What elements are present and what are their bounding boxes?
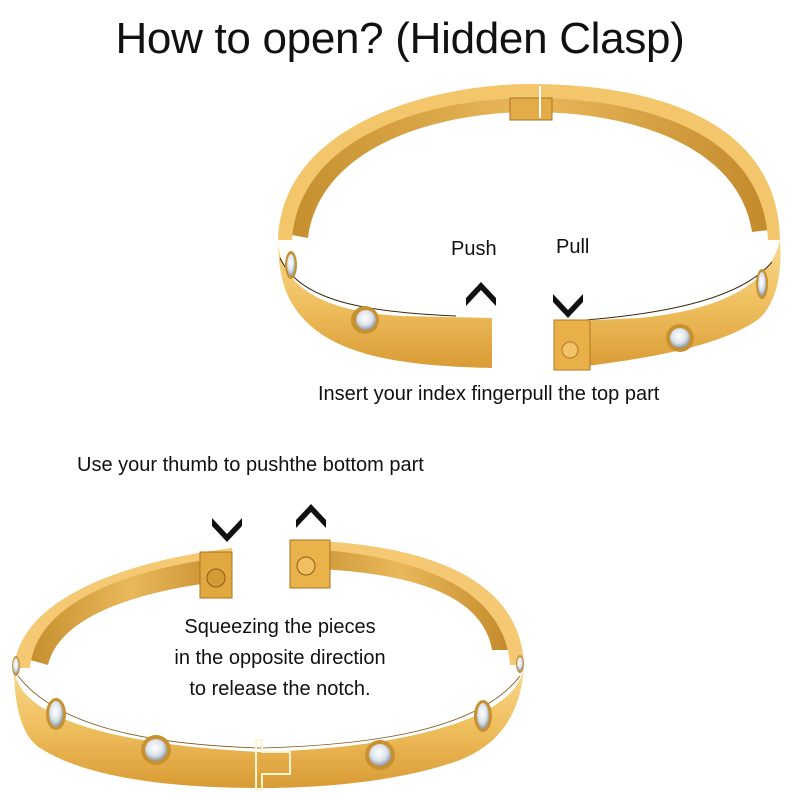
bottom-bracelet-inner [30,556,232,665]
pull-label: Pull [556,236,590,258]
bottom-bracelet-front [14,665,524,788]
instruction-line: Squeezing the pieces [184,616,376,638]
page-title: How to open? (Hidden Clasp) [115,14,685,63]
top-bracelet-inner [292,92,768,238]
top-clasp-pin [561,341,579,359]
right-up-arrow-icon [296,504,326,528]
top-bracelet-left-front [278,240,492,368]
bottom-hinge [255,739,291,791]
instruction-line: in the opposite direction [174,647,386,669]
instruction-line: to release the notch. [189,678,371,700]
bottom-right-pin [296,556,316,576]
top-caption: Insert your index fingerpull the top par… [318,383,660,405]
top-gems [285,251,768,352]
bottom-left-pin [206,568,226,588]
top-bracelet-right-front [554,240,781,370]
bottom-left-end [199,551,233,599]
release-instructions: Squeezing the pieces in the opposite dir… [130,612,430,705]
top-bracelet [278,84,781,371]
top-hinge [509,97,553,121]
left-down-arrow-icon [212,518,242,542]
pull-arrow-icon [553,294,583,318]
bottom-gems [12,655,524,770]
bottom-caption: Use your thumb to pushthe bottom part [77,454,424,476]
bottom-bracelet [12,539,524,791]
push-arrow-icon [466,282,496,306]
push-label: Push [451,238,497,260]
